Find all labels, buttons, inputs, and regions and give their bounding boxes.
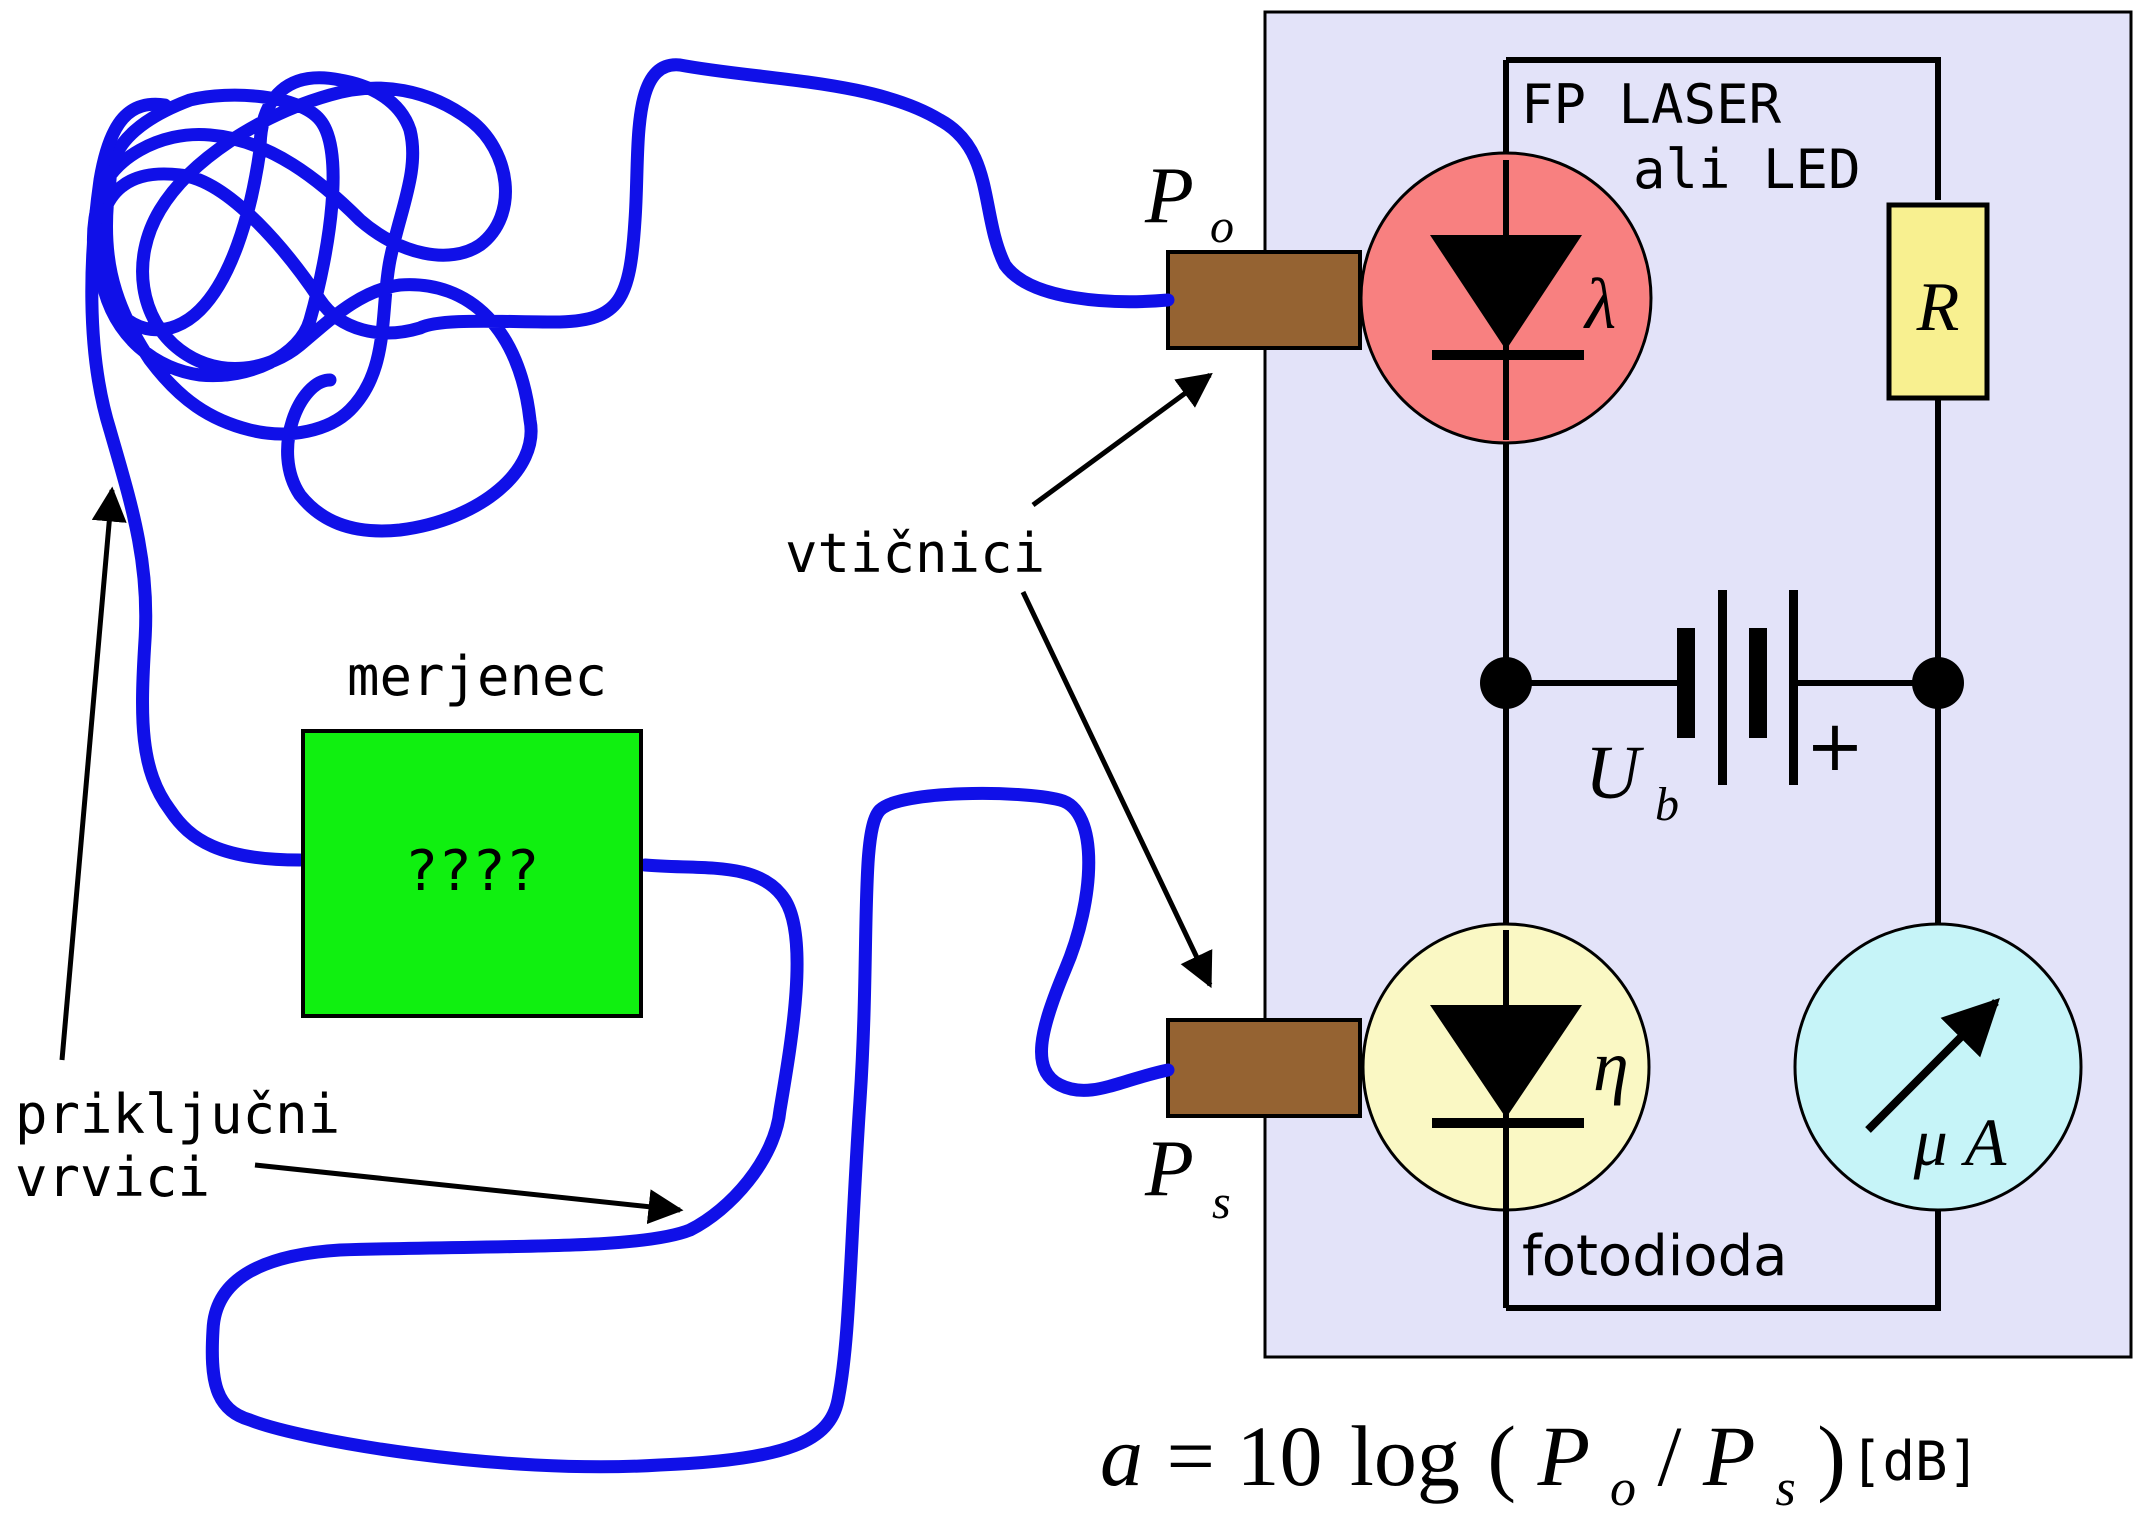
arrow-to-ps: [1020, 590, 1213, 989]
formula-unit: [dB]: [1850, 1430, 1980, 1493]
laser-diode-symbol: [1430, 235, 1582, 350]
plus-sign: +: [1806, 705, 1865, 787]
fiber-cord-bottom: [205, 786, 1175, 1474]
laser-label-line1: FP LASER: [1521, 73, 1782, 136]
arrow-to-top-cord: [59, 486, 127, 1061]
dut-title: merjenec: [347, 645, 607, 708]
eta-label: η: [1593, 1026, 1629, 1106]
photodiode-label: fotodioda: [1522, 1224, 1787, 1289]
attenuation-formula: a = 10 log ( P o / P s ): [1100, 1408, 1846, 1518]
battery-voltage-label: U: [1585, 731, 1644, 815]
photodiode-symbol: [1430, 1005, 1582, 1118]
cords-label-line1: priključni: [15, 1083, 340, 1146]
resistor: [1886, 202, 1990, 401]
fiber-cords: [85, 58, 1175, 1474]
fiber-cord-top: [87, 58, 1175, 538]
junction-right: [1912, 657, 1964, 709]
ammeter-label: μ A: [1913, 1104, 2007, 1180]
lambda-label: λ: [1583, 264, 1616, 344]
junction-left: [1480, 657, 1532, 709]
resistor-label: R: [1916, 269, 1960, 346]
battery-symbol: [1677, 590, 1798, 785]
ammeter-needle: [1865, 998, 2000, 1133]
ps-subscript: s: [1212, 1176, 1231, 1229]
arrow-to-po: [1031, 372, 1213, 508]
po-subscript: o: [1210, 200, 1234, 253]
ammeter-circle: [1793, 922, 2083, 1212]
ps-label: P: [1144, 1125, 1194, 1213]
dut-box: [301, 729, 643, 1018]
arrow-to-bottom-cord: [254, 1162, 684, 1225]
po-label: P: [1144, 152, 1194, 240]
laser-label-line2: ali LED: [1633, 138, 1861, 201]
annotation-arrows: [59, 372, 1213, 1225]
connectors-label: vtičnici: [785, 522, 1045, 585]
connector-ps[interactable]: [1166, 1018, 1362, 1118]
fiber-cord-left-loop: [85, 97, 307, 867]
cords-label-line2: vrvici: [15, 1146, 210, 1209]
connector-po[interactable]: [1166, 250, 1362, 350]
battery-voltage-subscript: b: [1655, 778, 1679, 831]
dut-body: ????: [405, 839, 540, 904]
